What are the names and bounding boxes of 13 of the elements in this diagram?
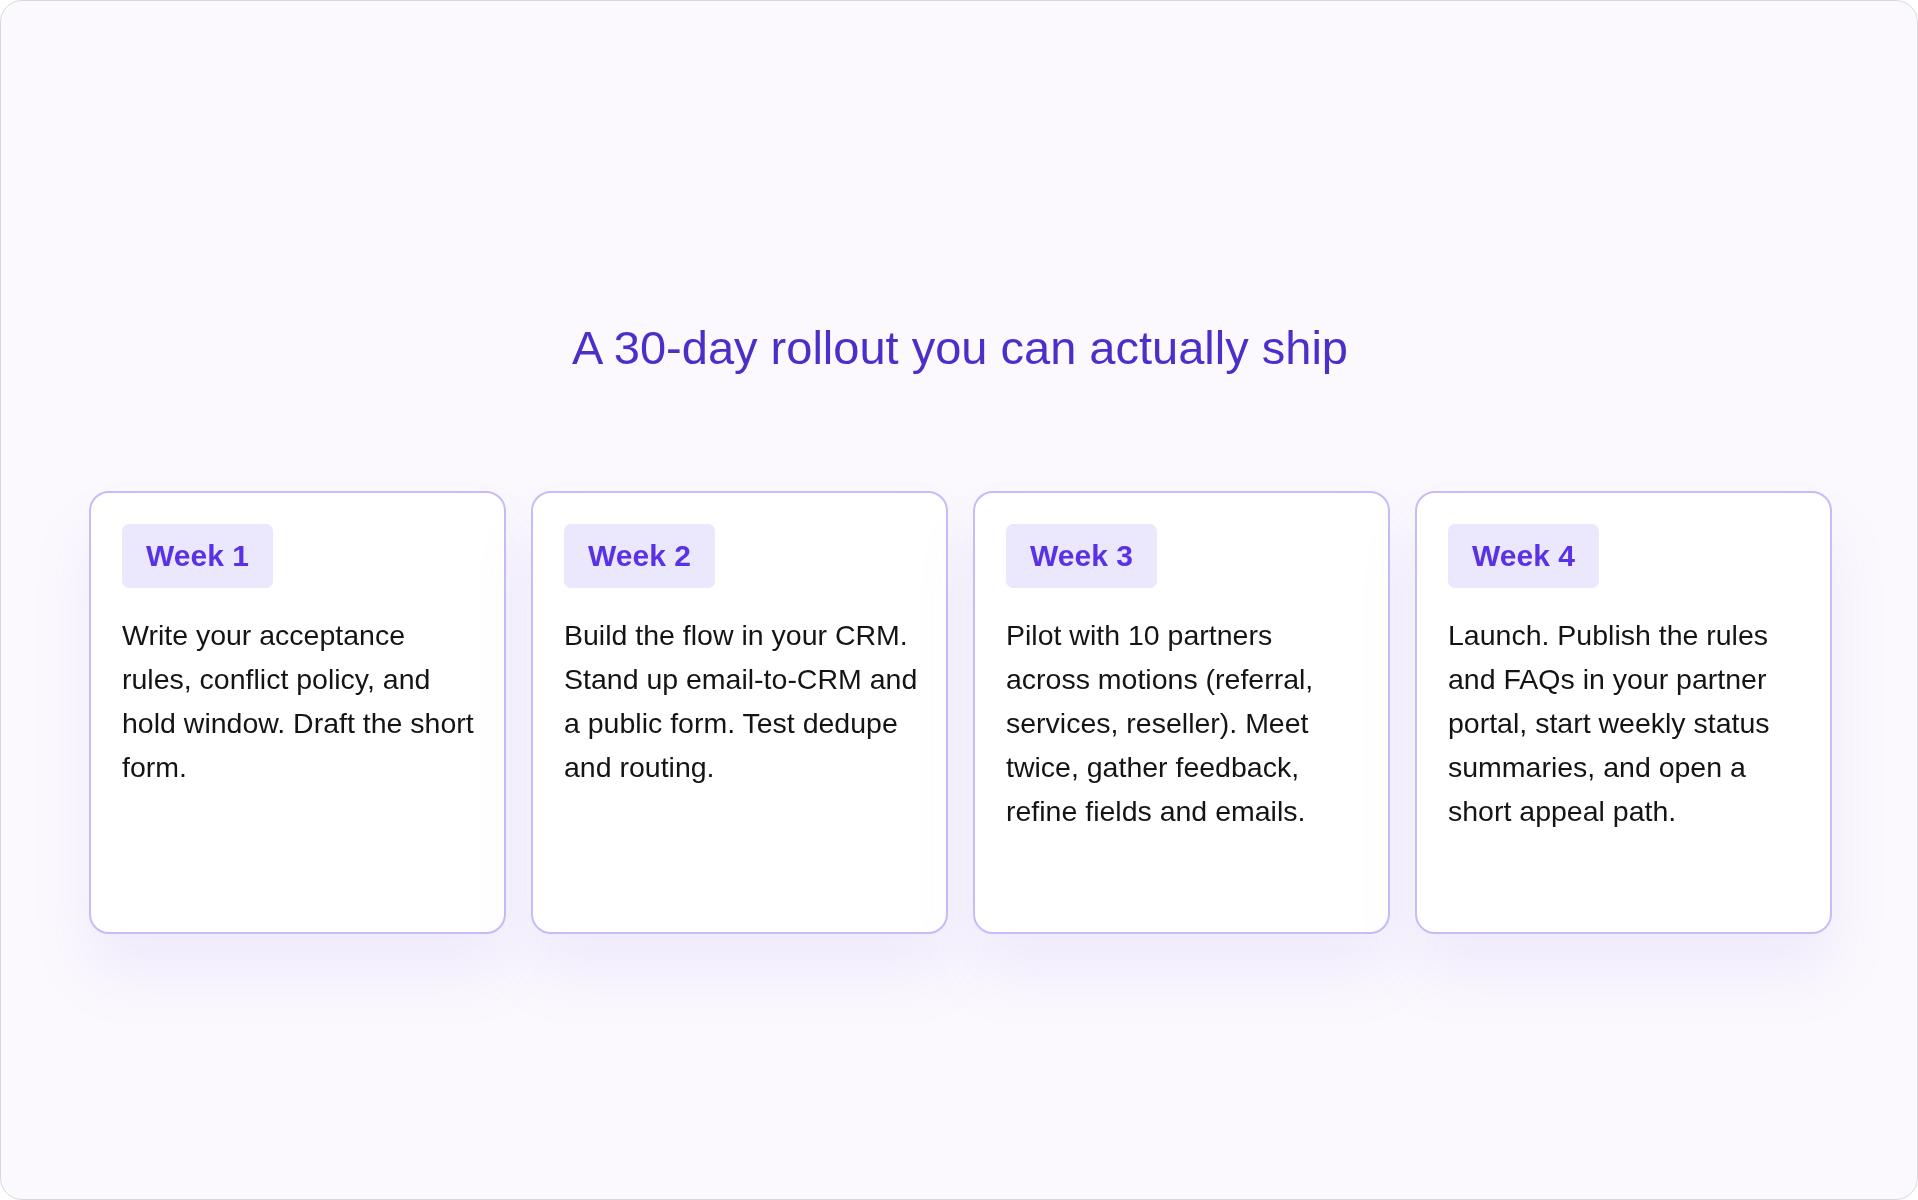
step-description: Pilot with 10 partners across motions (referral, services, reseller). Meet twice, gather feedback, refine fields and emails. xyxy=(1006,618,1315,829)
week-tag: Week 2 xyxy=(564,524,715,588)
step-description: Build the flow in your CRM. Stand up email-to-CRM and a public form. Test dedupe and routing. xyxy=(564,618,919,785)
week-card xyxy=(531,491,948,934)
week-tag: Week 4 xyxy=(1448,524,1599,588)
week-card xyxy=(1415,491,1832,934)
step-description: Write your acceptance rules, conflict policy, and hold window. Draft the short form. xyxy=(122,618,475,785)
step-description: Launch. Publish the rules and FAQs in your partner portal, start weekly status summaries, and open a short appeal path. xyxy=(1448,618,1771,829)
week-tag: Week 3 xyxy=(1006,524,1157,588)
week-card xyxy=(89,491,506,934)
week-tag: Week 1 xyxy=(122,524,273,588)
diagram-title: A 30-day rollout you can actually ship xyxy=(572,320,1348,376)
week-card xyxy=(973,491,1390,934)
